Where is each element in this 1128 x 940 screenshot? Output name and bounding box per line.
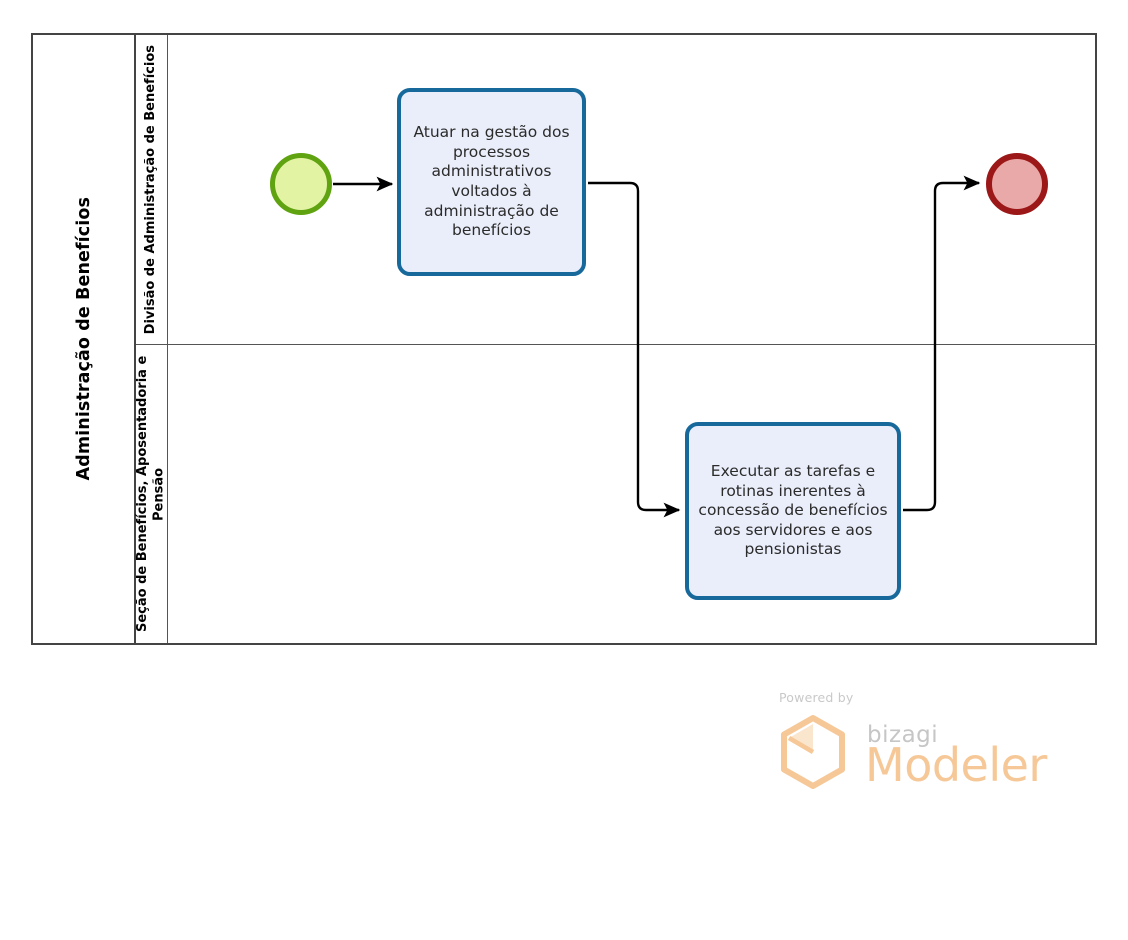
task-2-label: Executar as tarefas e rotinas inerentes … (698, 462, 888, 559)
end-event-circle[interactable] (986, 153, 1048, 215)
modeler-wordmark: Modeler (865, 738, 1047, 792)
bizagi-wordmark: bizagi (867, 722, 939, 748)
powered-by-label: Powered by (779, 690, 854, 705)
bizagi-hexagon-icon (781, 715, 845, 789)
lane-secao-beneficios-aposentadoria-pensao[interactable]: Seção de Benefícios, Aposentadoria e Pen… (135, 345, 1097, 643)
start-event-circle[interactable] (270, 153, 332, 215)
task-1-label: Atuar na gestão dos processos administra… (413, 123, 570, 240)
lane-body-2 (168, 345, 1097, 643)
lane-header-2[interactable]: Seção de Benefícios, Aposentadoria e Pen… (135, 345, 168, 643)
lane-title-1: Divisão de Administração de Benefícios (143, 44, 159, 335)
task-executar-tarefas-rotinas[interactable]: Executar as tarefas e rotinas inerentes … (685, 422, 901, 600)
pool-title: Administração de Benefícios (73, 197, 94, 481)
lane-header-1[interactable]: Divisão de Administração de Benefícios (136, 35, 168, 344)
pool-header[interactable]: Administração de Benefícios (33, 35, 136, 643)
lane-title-2: Seção de Benefícios, Aposentadoria e Pen… (135, 355, 167, 633)
bizagi-modeler-logo: Powered by bizagi Modeler (779, 690, 1047, 792)
task-atuar-gestao-processos[interactable]: Atuar na gestão dos processos administra… (397, 88, 586, 276)
